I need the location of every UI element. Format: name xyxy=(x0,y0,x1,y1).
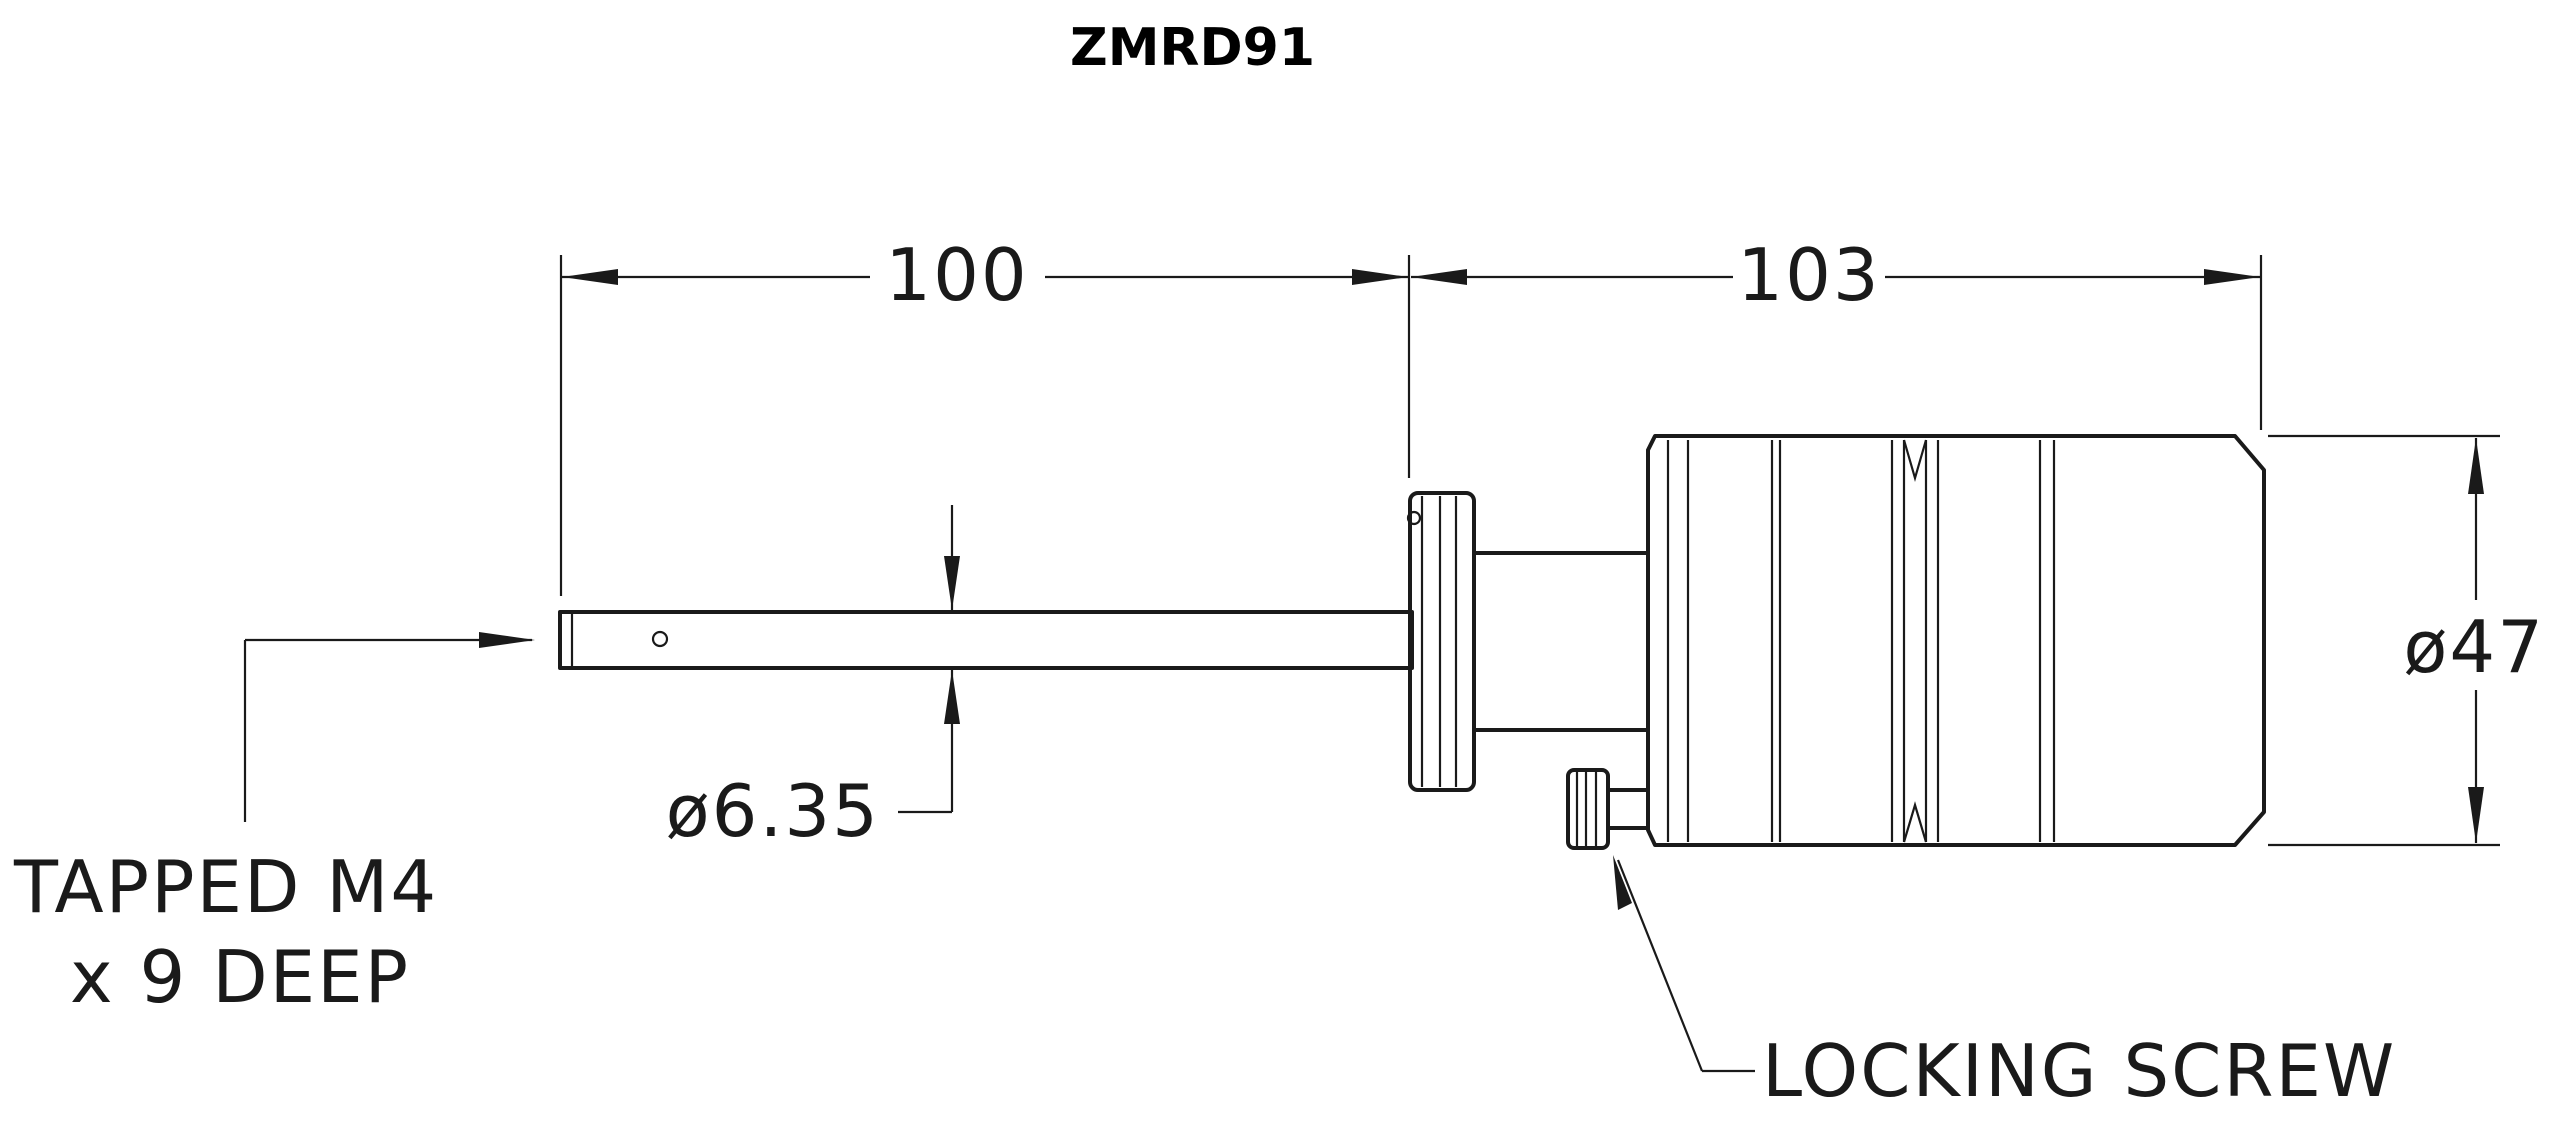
dimension-diameter-47: ø47 xyxy=(2268,434,2545,847)
shaft xyxy=(558,610,1414,670)
tapped-callout: TAPPED M4 x 9 DEEP xyxy=(13,632,535,1019)
flange xyxy=(1406,491,1476,792)
locking-screw xyxy=(1566,768,1650,850)
dimension-diameter-6-35-label: ø6.35 xyxy=(666,769,880,853)
dimension-100: 100 xyxy=(559,233,1411,596)
dimension-103: 103 xyxy=(1411,233,2263,430)
drawing-title: ZMRD91 xyxy=(1069,18,1316,78)
tapped-callout-line1: TAPPED M4 xyxy=(13,845,438,929)
dimension-diameter-47-label: ø47 xyxy=(2403,605,2545,689)
dimension-103-label: 103 xyxy=(1737,233,1880,317)
dimension-diameter-6-35: ø6.35 xyxy=(666,505,960,853)
locking-screw-callout: LOCKING SCREW xyxy=(1613,855,2396,1113)
tapped-callout-line2: x 9 DEEP xyxy=(70,935,410,1019)
neck xyxy=(1472,551,1650,732)
knurled-body xyxy=(1646,434,2266,847)
dimension-100-label: 100 xyxy=(885,233,1028,317)
locking-screw-label: LOCKING SCREW xyxy=(1762,1029,2396,1113)
